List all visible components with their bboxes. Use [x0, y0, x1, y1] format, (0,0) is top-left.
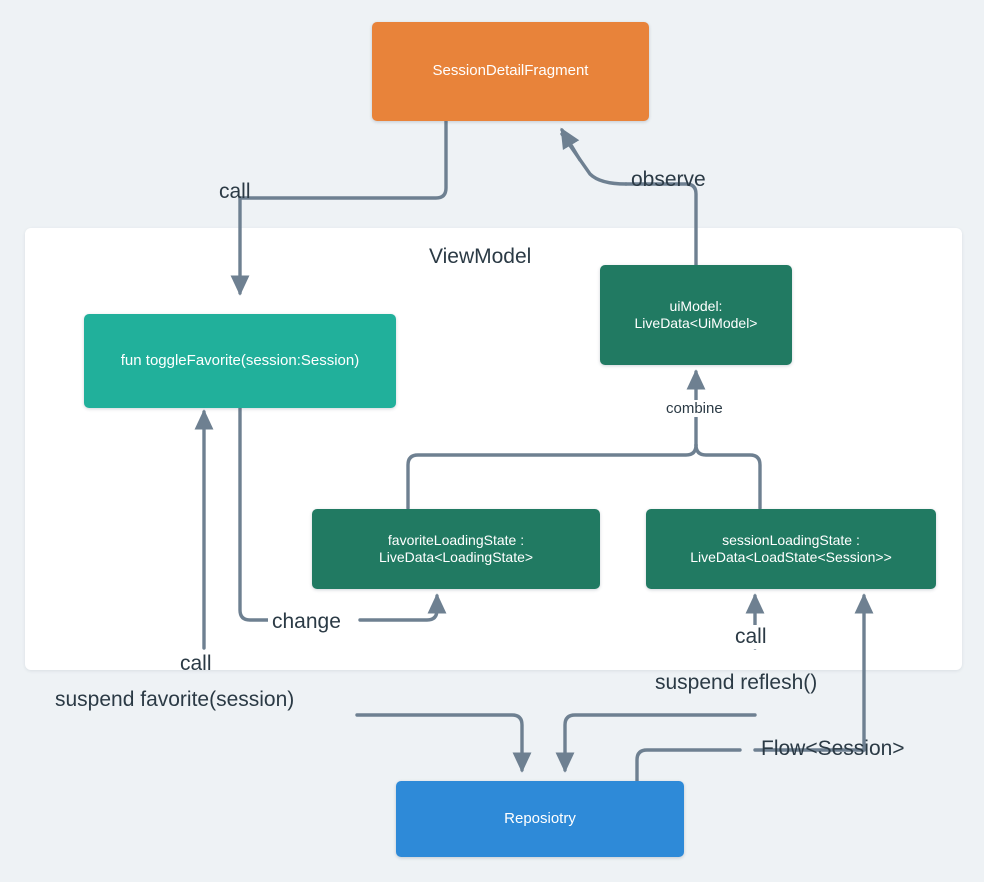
edge-label-observe: observe	[631, 168, 706, 191]
edge-suspend-favorite	[355, 713, 532, 773]
edge-label-combine: combine	[662, 400, 727, 417]
edge-label-call-left: call	[180, 652, 212, 675]
node-toggle-favorite[interactable]: fun toggleFavorite(session:Session)	[84, 314, 396, 408]
node-label-fragment: SessionDetailFragment	[432, 62, 589, 80]
node-repository[interactable]: Reposiotry	[396, 781, 684, 857]
edge-label-change: change	[268, 610, 345, 634]
edge-label-call-top: call	[219, 180, 251, 203]
edge-call-top-horizontal	[238, 119, 448, 200]
node-label-ui-model-line1: uiModel:	[669, 297, 723, 314]
node-label-favorite-loading-line1: favoriteLoadingState :	[387, 531, 525, 548]
edge-observe-arrow	[560, 127, 582, 162]
viewmodel-panel	[25, 228, 962, 670]
node-session-detail-fragment[interactable]: SessionDetailFragment	[372, 22, 649, 121]
edge-label-call-right: call	[731, 625, 771, 649]
node-label-ui-model-line2: LiveData<UiModel>	[634, 315, 758, 331]
node-session-loading-state[interactable]: sessionLoadingState : LiveData<LoadState…	[646, 509, 936, 589]
node-ui-model[interactable]: uiModel: LiveData<UiModel>	[600, 265, 792, 365]
edge-label-suspend-favorite: suspend favorite(session)	[55, 688, 295, 711]
edge-label-suspend-reflesh: suspend reflesh()	[655, 671, 818, 694]
node-label-favorite-loading-line2: LiveData<LoadingState>	[378, 549, 534, 565]
edge-label-flow-session: Flow<Session>	[761, 737, 905, 760]
node-label-session-loading-line1: sessionLoadingState :	[722, 531, 860, 548]
edge-suspend-reflesh	[555, 713, 757, 773]
edge-observe-elbow	[560, 132, 628, 186]
node-favorite-loading-state[interactable]: favoriteLoadingState : LiveData<LoadingS…	[312, 509, 600, 589]
node-label-session-loading-line2: LiveData<LoadState<Session>>	[690, 549, 892, 565]
viewmodel-panel-title: ViewModel	[429, 245, 532, 268]
node-label-toggle-favorite: fun toggleFavorite(session:Session)	[120, 351, 360, 369]
node-label-repository: Reposiotry	[504, 809, 576, 827]
